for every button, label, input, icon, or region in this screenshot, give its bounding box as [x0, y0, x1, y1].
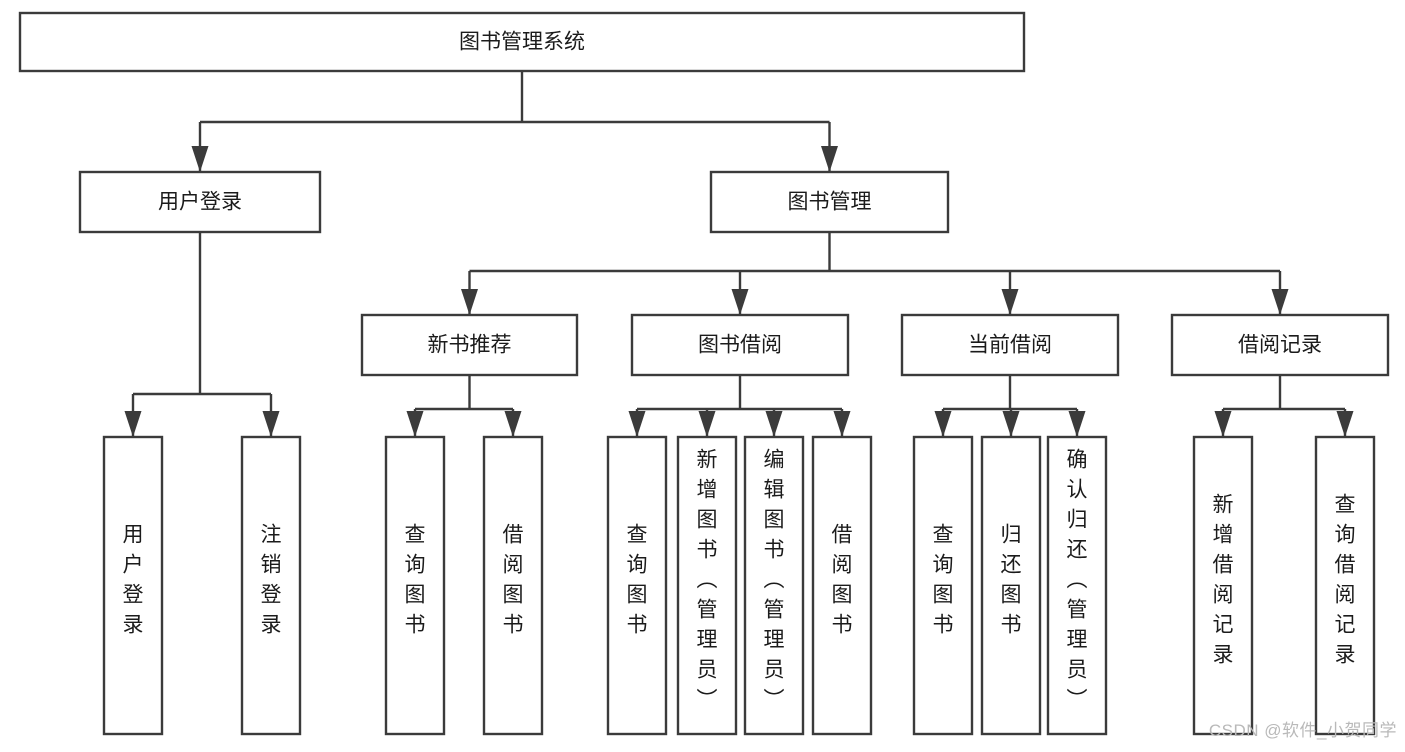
leaf-label: 新增借阅记录	[1213, 494, 1234, 667]
node-box	[18, 11, 1026, 73]
leaf-label: 查询借阅记录	[1335, 494, 1356, 667]
leaf-label: 确认归还︵管理员︶	[1067, 449, 1088, 712]
leaf-leaf-borrow-book-2[interactable]: 借阅图书	[811, 435, 873, 736]
leaf-box	[606, 435, 668, 736]
node-book-management[interactable]: 图书管理	[709, 170, 950, 234]
arrow-head-icon	[821, 146, 838, 172]
arrow-head-icon	[1001, 289, 1019, 315]
leaf-leaf-query-borrow-record[interactable]: 查询借阅记录	[1314, 435, 1376, 736]
arrow-head-icon	[191, 146, 209, 172]
arrow-head-icon	[833, 411, 851, 437]
node-box	[900, 313, 1120, 377]
leaf-label: 查询图书	[405, 524, 426, 637]
node-label: 借阅记录	[1238, 334, 1322, 357]
node-new-book-recommend[interactable]: 新书推荐	[360, 313, 579, 377]
arrow-head-icon	[731, 289, 749, 315]
leaf-label: 新增图书︵管理员︶	[697, 449, 718, 712]
node-root: 图书管理系统	[18, 11, 1026, 73]
node-box	[78, 170, 322, 234]
node-label: 新书推荐	[428, 334, 512, 357]
leaf-leaf-return-book[interactable]: 归还图书	[980, 435, 1042, 736]
leaf-label: 借阅图书	[832, 524, 853, 637]
leaf-label: 注销登录	[261, 524, 282, 637]
node-current-borrow[interactable]: 当前借阅	[900, 313, 1120, 377]
node-box	[709, 170, 950, 234]
leaf-leaf-add-book[interactable]: 新增图书︵管理员︶	[676, 435, 738, 736]
leaf-box	[676, 435, 738, 736]
leaf-leaf-edit-book[interactable]: 编辑图书︵管理员︶	[743, 435, 805, 736]
arrow-head-icon	[934, 411, 952, 437]
leaf-box	[912, 435, 974, 736]
leaf-box	[811, 435, 873, 736]
leaf-box	[240, 435, 302, 736]
leaf-leaf-query-book-1[interactable]: 查询图书	[384, 435, 446, 736]
leaf-leaf-query-book-3[interactable]: 查询图书	[912, 435, 974, 736]
leaf-leaf-add-borrow-record[interactable]: 新增借阅记录	[1192, 435, 1254, 736]
nodes-layer: 图书管理系统用户登录图书管理新书推荐图书借阅当前借阅借阅记录用户登录注销登录查询…	[18, 11, 1390, 736]
leaf-label: 用户登录	[123, 524, 144, 637]
leaf-label: 归还图书	[1001, 524, 1022, 637]
leaf-box	[102, 435, 164, 736]
arrow-head-icon	[1336, 411, 1354, 437]
node-box	[630, 313, 850, 377]
node-label: 用户登录	[158, 191, 242, 214]
leaf-leaf-user-login[interactable]: 用户登录	[102, 435, 164, 736]
arrow-head-icon	[124, 411, 142, 437]
leaf-leaf-query-book-2[interactable]: 查询图书	[606, 435, 668, 736]
arrow-head-icon	[504, 411, 522, 437]
leaf-box	[1314, 435, 1376, 736]
arrow-head-icon	[406, 411, 424, 437]
connectors-layer	[124, 71, 1354, 437]
leaf-leaf-borrow-book-1[interactable]: 借阅图书	[482, 435, 544, 736]
leaf-box	[743, 435, 805, 736]
csdn-watermark: CSDN @软件_小贺同学	[1208, 721, 1397, 740]
node-label: 图书管理	[788, 191, 872, 214]
leaf-leaf-logout-login[interactable]: 注销登录	[240, 435, 302, 736]
node-label: 图书借阅	[698, 334, 782, 357]
node-box	[1170, 313, 1390, 377]
node-borrow-record[interactable]: 借阅记录	[1170, 313, 1390, 377]
node-book-borrow[interactable]: 图书借阅	[630, 313, 850, 377]
leaf-box	[1046, 435, 1108, 736]
node-label: 图书管理系统	[459, 31, 585, 54]
leaf-box	[384, 435, 446, 736]
leaf-box	[1192, 435, 1254, 736]
arrow-head-icon	[1271, 289, 1289, 315]
arrow-head-icon	[262, 411, 280, 437]
arrow-head-icon	[698, 411, 716, 437]
arrow-head-icon	[461, 289, 478, 315]
node-user-login[interactable]: 用户登录	[78, 170, 322, 234]
leaf-box	[482, 435, 544, 736]
leaf-label: 借阅图书	[503, 524, 524, 637]
leaf-leaf-confirm-return[interactable]: 确认归还︵管理员︶	[1046, 435, 1108, 736]
node-box	[360, 313, 579, 377]
leaf-label: 查询图书	[933, 524, 954, 637]
leaf-box	[980, 435, 1042, 736]
arrow-head-icon	[1214, 411, 1232, 437]
node-label: 当前借阅	[968, 334, 1052, 357]
arrow-head-icon	[1068, 411, 1086, 437]
arrow-head-icon	[1002, 411, 1020, 437]
arrow-head-icon	[765, 411, 783, 437]
arrow-head-icon	[628, 411, 646, 437]
leaf-label: 编辑图书︵管理员︶	[764, 449, 785, 712]
leaf-label: 查询图书	[627, 524, 648, 637]
